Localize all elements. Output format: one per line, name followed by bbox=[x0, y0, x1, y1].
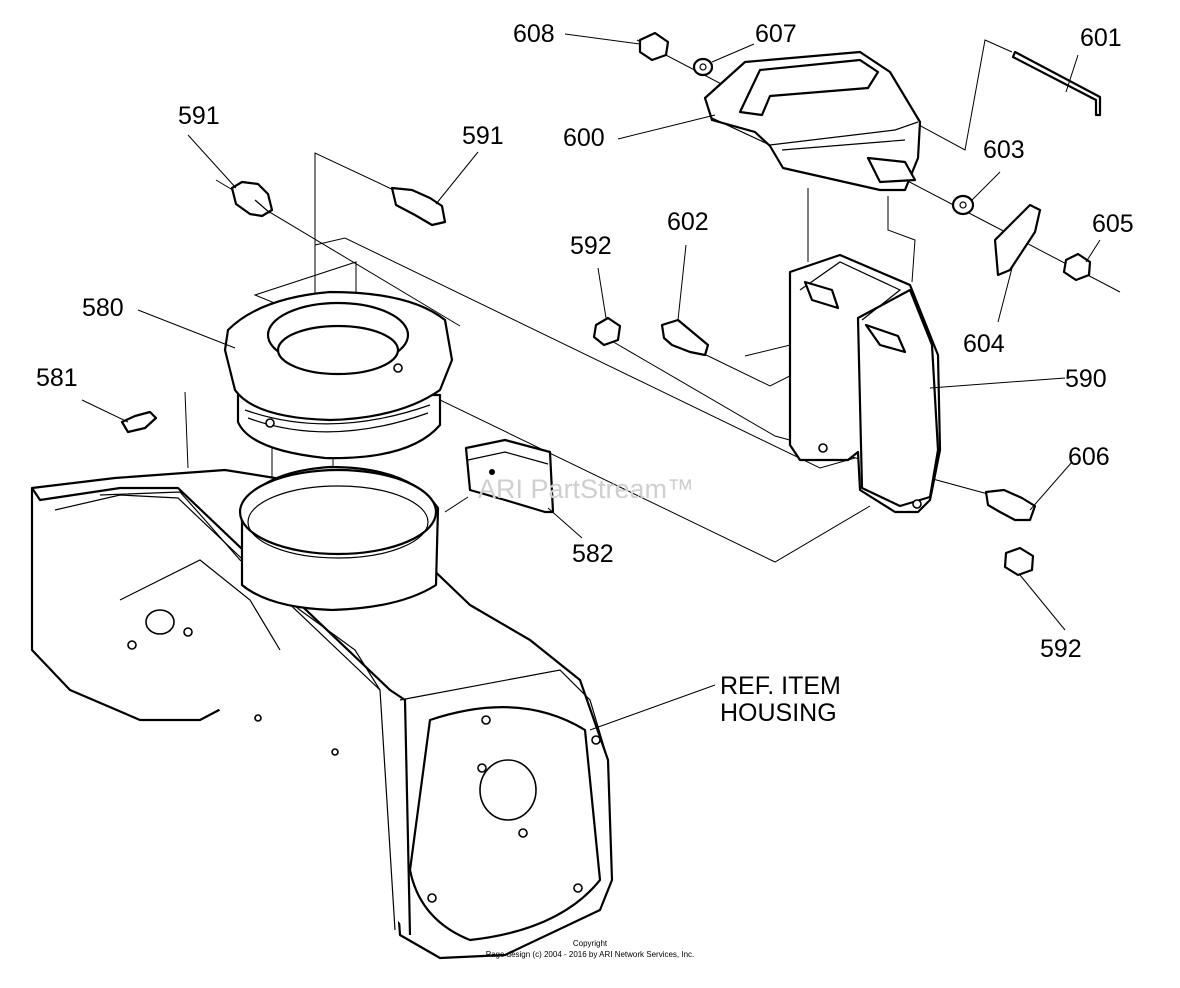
screw-581 bbox=[120, 410, 158, 434]
callout-601: 601 bbox=[1080, 24, 1122, 52]
callout-leaders bbox=[81, 33, 1101, 731]
callout-591-right: 591 bbox=[462, 122, 504, 150]
callout-602: 602 bbox=[667, 208, 709, 236]
nut-608 bbox=[638, 31, 670, 62]
bolt-602 bbox=[660, 318, 710, 357]
pin-601 bbox=[1011, 50, 1102, 117]
copyright-line-2: Page design (c) 2004 - 2016 by ARI Netwo… bbox=[486, 950, 695, 959]
shim-582 bbox=[464, 438, 555, 514]
bolt-591-left bbox=[230, 180, 274, 218]
reference-label: REF. ITEM HOUSING bbox=[720, 672, 841, 727]
callout-603: 603 bbox=[983, 136, 1025, 164]
bolt-606 bbox=[984, 488, 1037, 522]
nut-592-lower bbox=[1003, 546, 1035, 577]
callout-labels: 608 607 601 591 591 600 603 605 602 592 … bbox=[36, 20, 1134, 663]
callout-605: 605 bbox=[1092, 210, 1134, 238]
callout-606: 606 bbox=[1068, 443, 1110, 471]
washer-603 bbox=[951, 194, 975, 216]
callout-580: 580 bbox=[82, 294, 124, 322]
copyright-line-1: Copyright bbox=[573, 939, 608, 948]
callout-592-upper: 592 bbox=[570, 232, 612, 260]
callout-581: 581 bbox=[36, 364, 78, 392]
callout-608: 608 bbox=[513, 20, 555, 48]
watermark: ARI PartStream™ bbox=[478, 474, 694, 504]
hardware-items bbox=[120, 31, 1102, 577]
callout-590: 590 bbox=[1065, 365, 1107, 393]
ref-housing-line: HOUSING bbox=[720, 699, 837, 727]
housing-ref-item bbox=[30, 465, 614, 960]
callout-591-left: 591 bbox=[178, 102, 220, 130]
callout-600: 600 bbox=[563, 124, 605, 152]
nut-592-upper bbox=[592, 316, 622, 347]
callout-604: 604 bbox=[963, 330, 1005, 358]
nut-605 bbox=[1062, 252, 1092, 282]
washer-607 bbox=[692, 57, 714, 77]
bolt-591-right bbox=[390, 186, 447, 227]
callout-607: 607 bbox=[755, 20, 797, 48]
callout-592-lower: 592 bbox=[1040, 635, 1082, 663]
knob-604 bbox=[993, 203, 1042, 277]
copyright-notice: Copyright Page design (c) 2004 - 2016 by… bbox=[486, 939, 695, 959]
ref-item-line: REF. ITEM bbox=[720, 672, 841, 700]
callout-582: 582 bbox=[572, 540, 614, 568]
chute-ring-580 bbox=[223, 290, 454, 460]
discharge-chute-590 bbox=[788, 253, 942, 514]
chute-deflector-600 bbox=[703, 50, 922, 192]
